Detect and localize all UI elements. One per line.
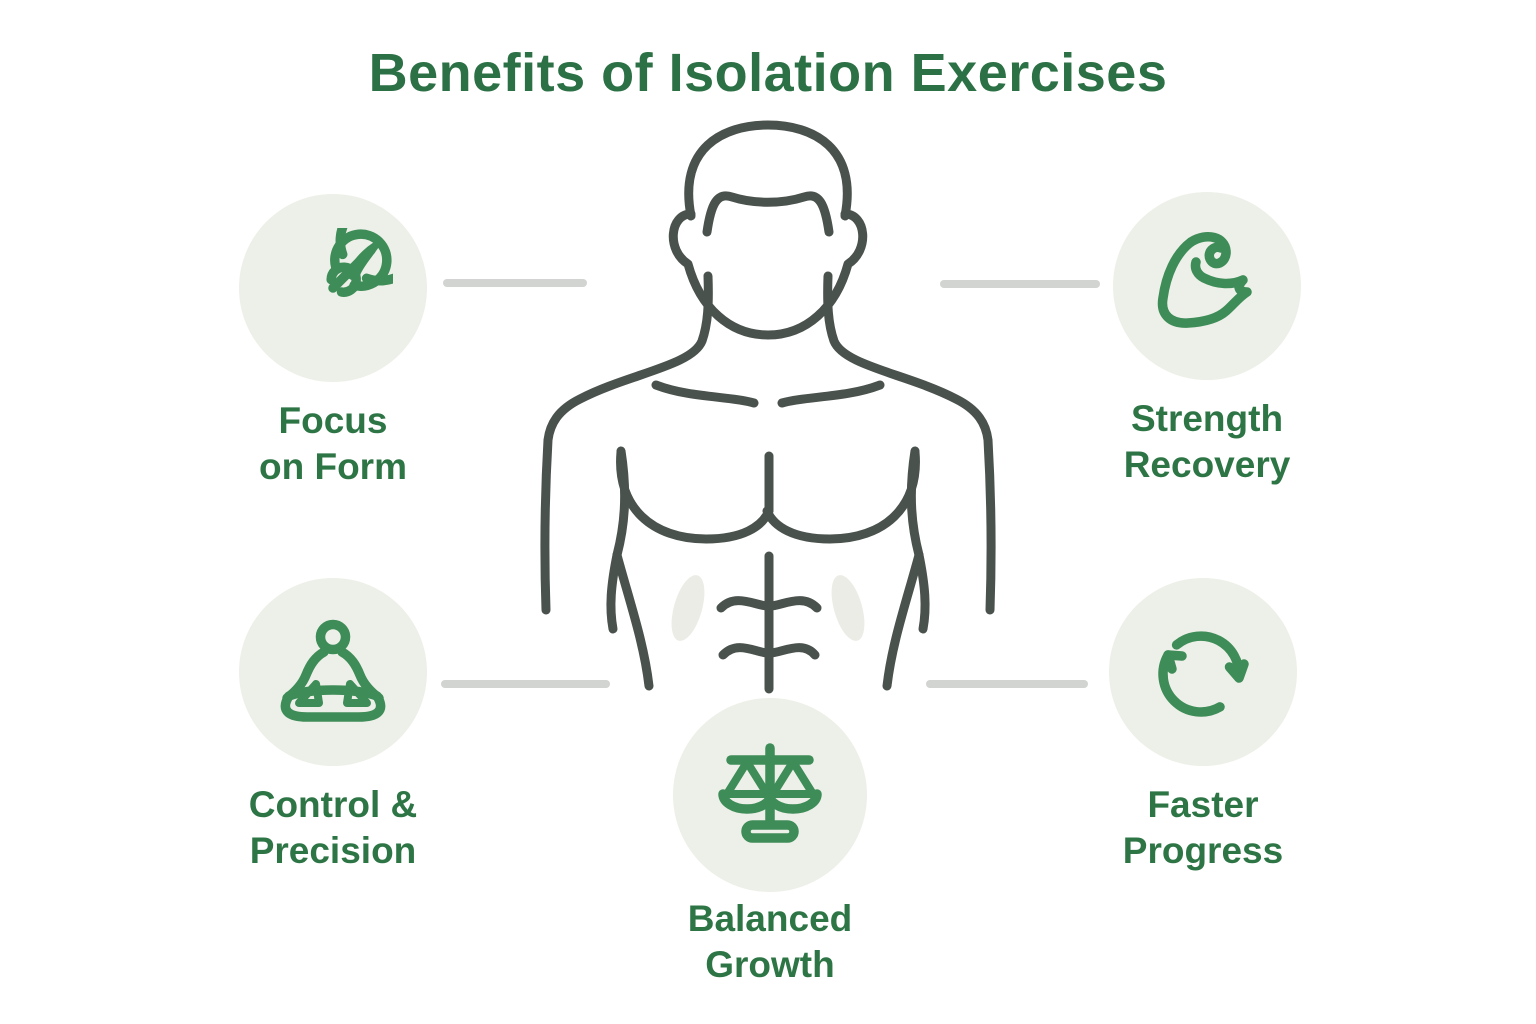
benefit-strength-recovery: Strength Recovery xyxy=(1057,192,1357,488)
page-title: Benefits of Isolation Exercises xyxy=(368,43,1168,103)
benefit-focus-on-form: Focus on Form xyxy=(183,194,483,490)
torso-figure xyxy=(518,108,1018,720)
male-torso-icon xyxy=(540,120,996,694)
icon-circle xyxy=(1113,192,1301,380)
connector-line xyxy=(926,680,1088,688)
benefit-label: Faster Progress xyxy=(1122,784,1284,871)
benefit-faster-progress: Faster Progress xyxy=(1053,578,1353,874)
benefit-label: Focus on Form xyxy=(259,400,407,487)
icon-circle xyxy=(1109,578,1297,766)
icon-circle xyxy=(239,194,427,382)
benefit-label: Control & Precision xyxy=(248,784,418,871)
connector-line xyxy=(443,279,587,287)
icon-circle xyxy=(239,578,427,766)
target-arrow-icon xyxy=(326,228,393,297)
benefit-control-precision: Control & Precision xyxy=(183,578,483,874)
benefit-label: Balanced Growth xyxy=(687,898,853,985)
icon-circle xyxy=(673,698,867,892)
flexed-bicep-icon xyxy=(1157,232,1252,328)
meditation-icon xyxy=(280,619,386,722)
balance-scale-icon xyxy=(718,743,822,843)
benefit-label: Strength Recovery xyxy=(1123,398,1291,485)
cycle-arrows-icon xyxy=(1158,631,1249,717)
connector-line xyxy=(441,680,610,688)
connector-line xyxy=(940,280,1100,288)
benefit-balanced-growth: Balanced Growth xyxy=(620,698,920,988)
